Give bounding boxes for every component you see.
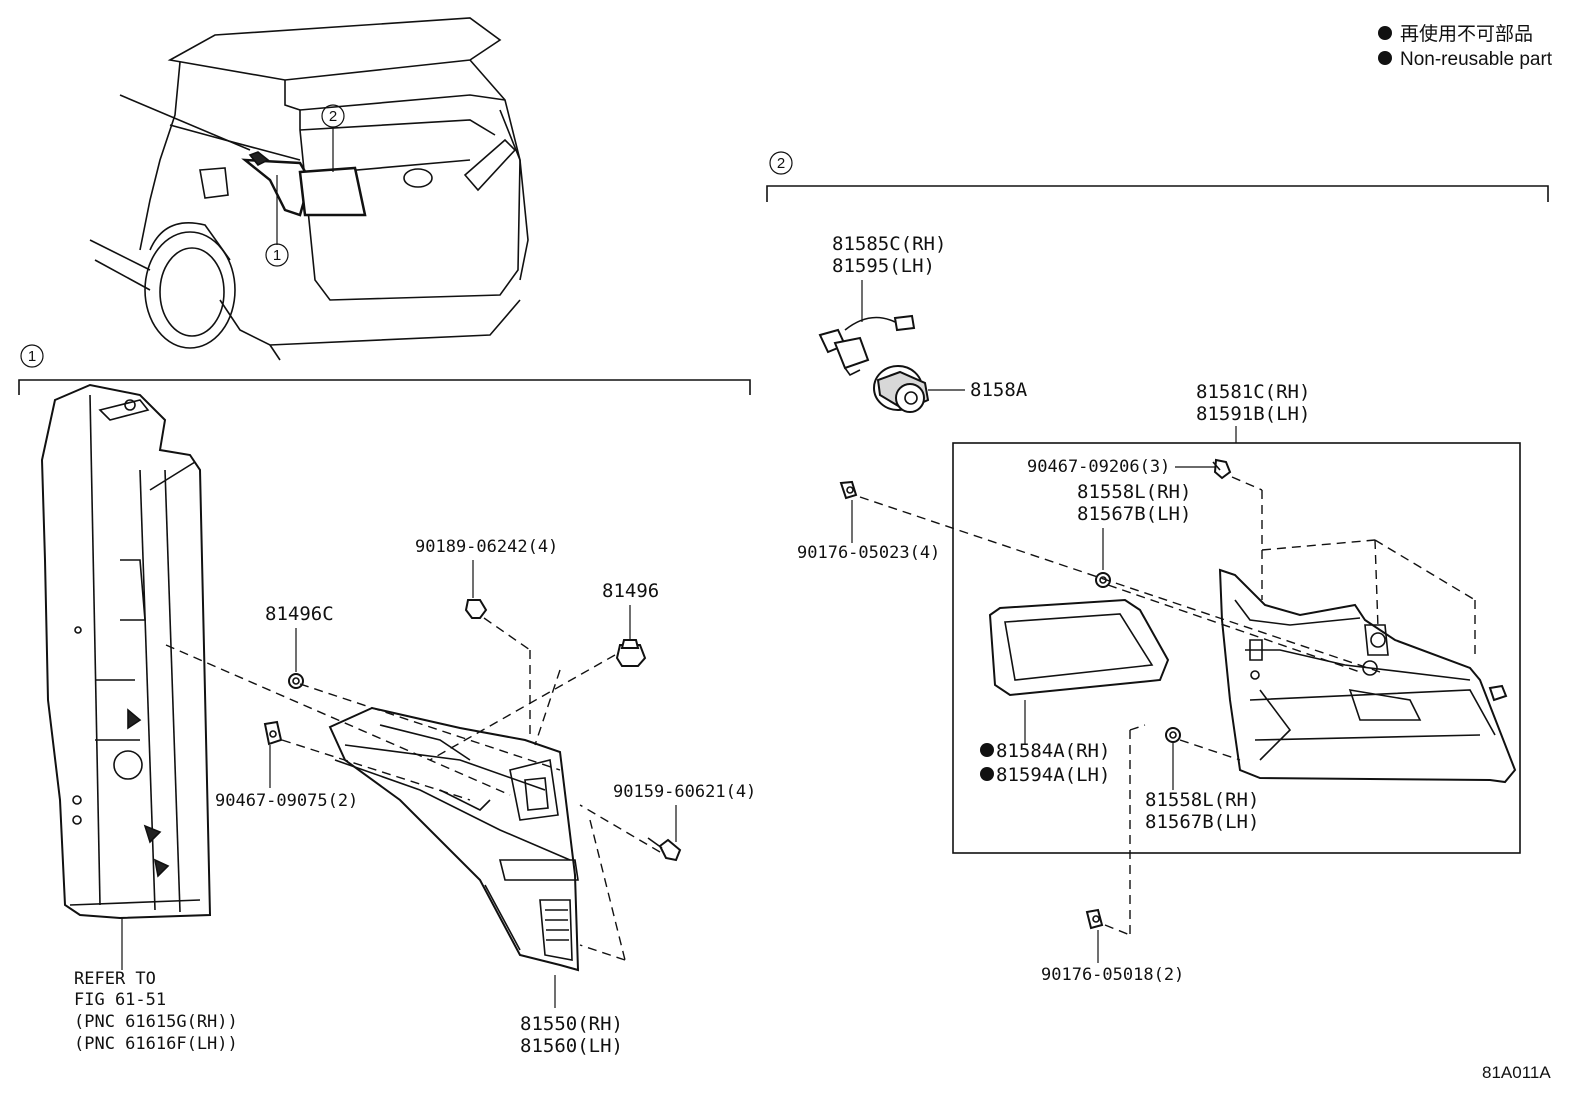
screw-90159-60621: 90159-60621(4): [613, 782, 756, 862]
clip-81496: 81496: [602, 580, 659, 667]
screw-90467-09206: 90467-09206(3): [1027, 457, 1232, 480]
non-reusable-bullet-icon: [980, 767, 994, 781]
label-90467-09206: 90467-09206(3): [1027, 457, 1170, 477]
refer-line-1: REFER TO: [74, 969, 156, 989]
label-90159-60621: 90159-60621(4): [613, 782, 756, 802]
non-reusable-bullet-icon: [1378, 26, 1392, 40]
label-81567b-lh-bottom: 81567B(LH): [1145, 811, 1259, 833]
rear-lamp-inner-housing: [1218, 568, 1517, 784]
section-2-header: 2: [766, 151, 1549, 202]
figure-code: 81A011A: [1482, 1063, 1551, 1082]
clip-81558l-top: 81558L(RH) 81567B(LH): [1077, 481, 1191, 588]
rear-combination-lamp-outer: 81550(RH) 81560(LH): [328, 706, 623, 1057]
non-reusable-bullet-icon: [1378, 51, 1392, 65]
label-81595-lh: 81595(LH): [832, 255, 935, 277]
label-81585c-rh: 81585C(RH): [832, 233, 946, 255]
label-81594a-lh: 81594A(LH): [996, 764, 1110, 786]
clip-90176-05023: 90176-05023(4): [797, 480, 940, 563]
callout-2-circle: [321, 104, 345, 128]
non-reusable-bullet-icon: [980, 743, 994, 757]
legend-non-reusable-en: Non-reusable part: [1400, 49, 1553, 70]
screw-90189-06242: 90189-06242(4): [415, 537, 558, 619]
callout-1-label: 1: [273, 247, 281, 264]
clip-81558l-bottom: 81558L(RH) 81567B(LH): [1145, 727, 1259, 833]
clip-90176-05018: 90176-05018(2): [1041, 908, 1184, 985]
clip-81496c: 81496C: [265, 603, 334, 689]
refer-line-4: (PNC 61616F(LH)): [74, 1034, 238, 1054]
label-90176-05018: 90176-05018(2): [1041, 965, 1184, 985]
label-81558l-rh-top: 81558L(RH): [1077, 481, 1191, 503]
label-81496: 81496: [602, 580, 659, 602]
section-1-header: 1: [18, 344, 751, 395]
callout-2-label: 2: [329, 108, 337, 125]
label-81550-rh: 81550(RH): [520, 1013, 623, 1035]
lamp-assembly-box: 81581C(RH) 81591B(LH): [952, 381, 1521, 854]
label-90176-05023: 90176-05023(4): [797, 543, 940, 563]
label-81496c: 81496C: [265, 603, 334, 625]
label-81560-lh: 81560(LH): [520, 1035, 623, 1057]
section-2-marker: 2: [777, 155, 785, 172]
callout-1-circle: [265, 243, 289, 267]
label-90467-09075: 90467-09075(2): [215, 791, 358, 811]
quarter-panel-pillar: [40, 383, 212, 970]
gasket-81584a: 81584A(RH) 81594A(LH): [980, 598, 1170, 786]
label-81591b-lh: 81591B(LH): [1196, 403, 1310, 425]
vehicle-rear-overview: 1 2: [89, 17, 529, 361]
section-1-marker-circle: [20, 344, 44, 368]
section-1-guide-lines: [165, 617, 661, 961]
label-90189-06242: 90189-06242(4): [415, 537, 558, 557]
section-1-marker: 1: [28, 348, 36, 365]
legend-non-reusable-ja: 再使用不可部品: [1400, 23, 1533, 45]
legend: 再使用不可部品 Non-reusable part: [1378, 23, 1553, 70]
clip-90467-09075: 90467-09075(2): [215, 720, 358, 811]
label-8158a: 8158A: [970, 379, 1028, 401]
bulb-8158a: 8158A: [873, 365, 1028, 413]
section-2-guide-lines: [859, 476, 1476, 936]
label-81567b-lh-top: 81567B(LH): [1077, 503, 1191, 525]
section-2-marker-circle: [769, 151, 793, 175]
refer-line-2: FIG 61-51: [74, 990, 166, 1010]
refer-line-3: (PNC 61615G(RH)): [74, 1012, 238, 1032]
label-81581c-rh: 81581C(RH): [1196, 381, 1310, 403]
label-81558l-rh-bottom: 81558L(RH): [1145, 789, 1259, 811]
socket-and-wire: 81585C(RH) 81595(LH): [818, 233, 946, 377]
label-81584a-rh: 81584A(RH): [996, 740, 1110, 762]
